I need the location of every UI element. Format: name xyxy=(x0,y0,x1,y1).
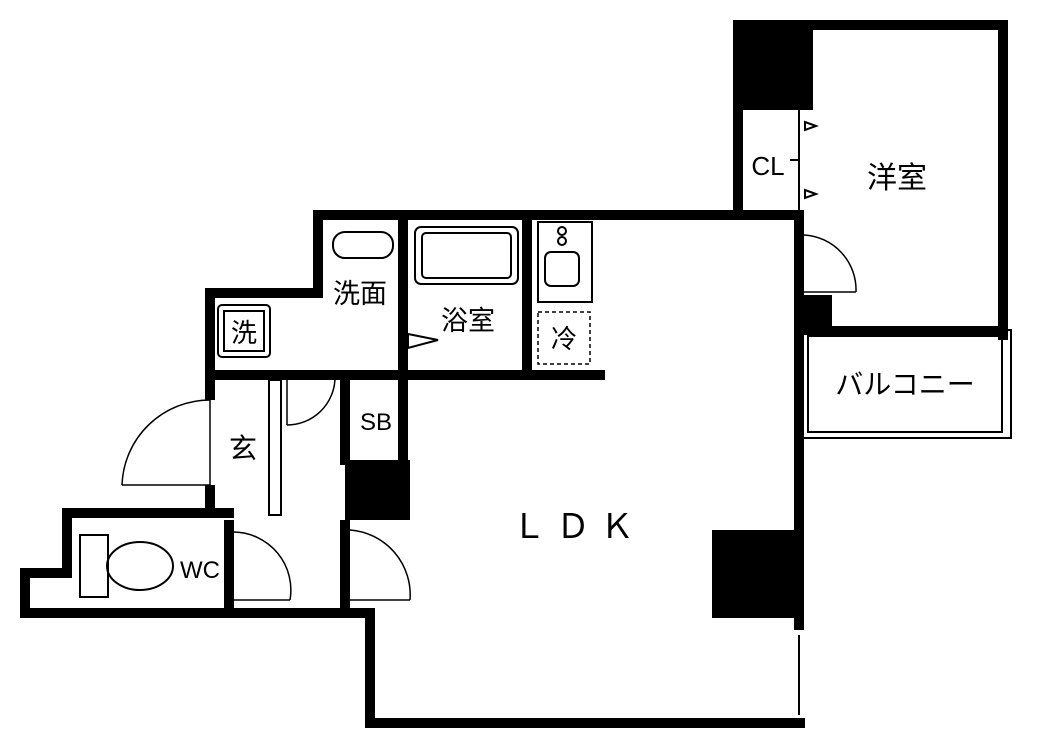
stove-burner xyxy=(557,236,567,246)
label-refrigerator: 冷 xyxy=(551,325,577,355)
wall-segment xyxy=(522,220,532,375)
label-western-room: 洋室 xyxy=(867,161,927,196)
wall-segment xyxy=(205,288,323,298)
thin-lines xyxy=(268,110,1012,728)
label-washer: 洗 xyxy=(231,319,257,349)
label-toilet: WC xyxy=(180,557,220,584)
label-closet: CL xyxy=(751,151,784,181)
wall-segment xyxy=(20,608,375,618)
label-washroom: 洗面 xyxy=(333,279,387,310)
bedroom-door-swing xyxy=(803,234,857,293)
wall-segment xyxy=(398,220,408,375)
fixtures xyxy=(79,120,819,598)
structural-column xyxy=(794,295,832,335)
closet-door-mark xyxy=(804,120,819,132)
structural-column xyxy=(733,20,813,110)
wash-basin xyxy=(332,231,394,259)
bathtub xyxy=(414,226,519,285)
wall-segment xyxy=(205,485,215,510)
structural-column xyxy=(345,460,410,520)
wall-segment xyxy=(733,20,1008,30)
balcony-outline xyxy=(798,329,1012,439)
door-swings xyxy=(121,234,857,601)
washer-pan-inner xyxy=(223,310,265,352)
kitchen-sink xyxy=(544,251,580,287)
label-balcony: バルコニー xyxy=(835,368,974,401)
structural-column xyxy=(712,530,802,618)
closet-door-mark xyxy=(804,188,819,200)
exterior-walls xyxy=(20,20,1008,728)
washer-pan xyxy=(217,304,271,358)
wall-segment xyxy=(365,608,375,728)
entrance-door-swing xyxy=(121,399,211,486)
room-labels: 洋室 CL バルコニー 洗面 浴室 冷 洗 SB 玄 WC ＬＤＫ xyxy=(180,151,975,584)
wall-segment xyxy=(340,375,350,465)
wall-segment xyxy=(794,330,804,630)
toilet-bowl xyxy=(106,541,174,591)
wall-segment xyxy=(62,508,72,578)
label-entrance: 玄 xyxy=(229,432,257,465)
entrance-step xyxy=(268,379,282,516)
refrigerator-space xyxy=(537,311,591,365)
stove-burner xyxy=(557,226,567,236)
label-ldk: ＬＤＫ xyxy=(512,507,644,547)
wall-segment xyxy=(313,210,323,295)
wall-segment xyxy=(313,210,803,220)
balcony-inner-line xyxy=(807,335,1003,433)
washroom-door-swing xyxy=(286,377,336,426)
toilet-tank xyxy=(79,534,109,598)
wall-segment xyxy=(340,520,350,610)
wall-segment xyxy=(398,375,408,465)
wall-segment xyxy=(20,568,30,618)
wall-segment xyxy=(794,210,804,300)
wall-segment xyxy=(20,568,72,578)
kitchen-counter xyxy=(537,221,593,303)
wall-segment xyxy=(62,508,234,518)
wall-segment xyxy=(998,20,1008,340)
bath-door-mark xyxy=(407,332,439,350)
toilet-door-swing xyxy=(233,531,292,601)
wall-segment xyxy=(205,288,215,400)
wall-segment xyxy=(224,520,234,610)
wall-segment xyxy=(733,20,743,215)
label-bathroom: 浴室 xyxy=(441,306,495,337)
ldk-door-swing xyxy=(349,529,411,601)
bathtub-inner xyxy=(421,232,512,279)
label-shoe-box: SB xyxy=(360,409,392,436)
